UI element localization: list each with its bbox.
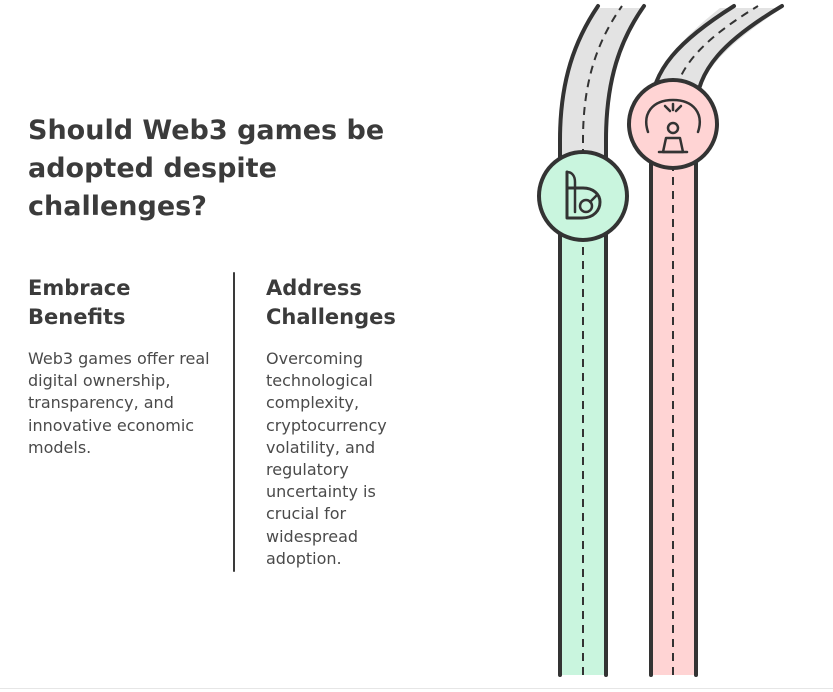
option-description-embrace: Web3 games offer real digital ownership,… <box>28 349 210 457</box>
right-road-center-dash <box>672 5 759 675</box>
left-road-edge-left <box>558 4 600 677</box>
blockchain-b-icon <box>537 150 629 242</box>
option-address-challenges: Address Challenges Overcoming technologi… <box>266 274 426 570</box>
option-heading-embrace: Embrace Benefits <box>28 276 131 329</box>
left-road-green-fill <box>560 210 606 675</box>
left-road-center-dash <box>582 5 623 675</box>
option-heading-address: Address Challenges <box>266 276 396 329</box>
page-title: Should Web3 games be adopted despite cha… <box>28 115 385 222</box>
column-divider <box>233 272 235 572</box>
stressed-person-icon <box>627 78 719 170</box>
left-road-edge-right <box>604 4 646 677</box>
roads-illustration <box>537 4 784 677</box>
right-road-pink-fill <box>651 150 696 675</box>
bottom-border <box>0 688 833 689</box>
option-description-address: Overcoming technological complexity, cry… <box>266 349 387 568</box>
option-embrace-benefits: Embrace Benefits Web3 games offer real d… <box>28 274 218 459</box>
